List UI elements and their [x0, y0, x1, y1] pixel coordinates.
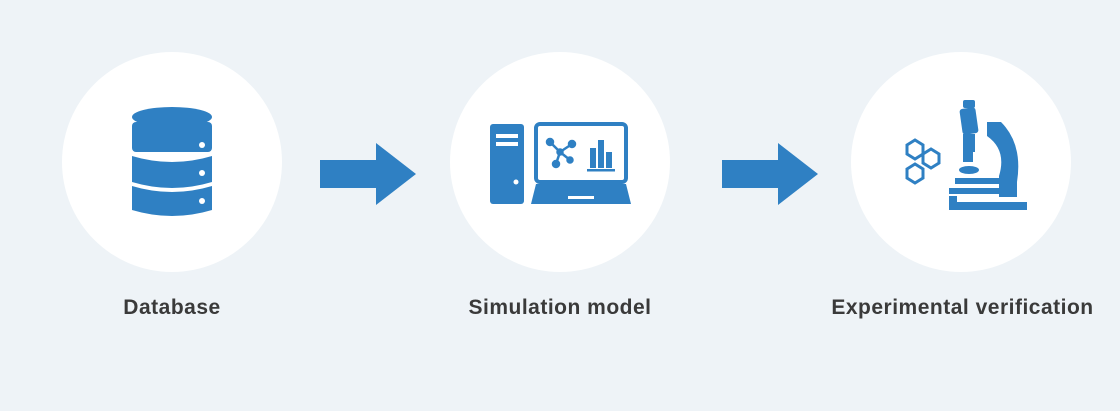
computer-icon	[490, 122, 631, 204]
experiment-step-circle	[851, 52, 1071, 272]
simulation-step-circle	[450, 52, 670, 272]
step-label-database: Database	[123, 296, 221, 319]
database-icon	[132, 107, 212, 216]
microscope-icon	[905, 100, 1027, 210]
arrow-right-icon	[320, 143, 416, 205]
step-label-experimental: Experimental verification	[831, 296, 1094, 319]
step-label-simulation: Simulation model	[468, 296, 652, 319]
arrow-right-icon	[722, 143, 818, 205]
database-step-circle	[62, 52, 282, 272]
